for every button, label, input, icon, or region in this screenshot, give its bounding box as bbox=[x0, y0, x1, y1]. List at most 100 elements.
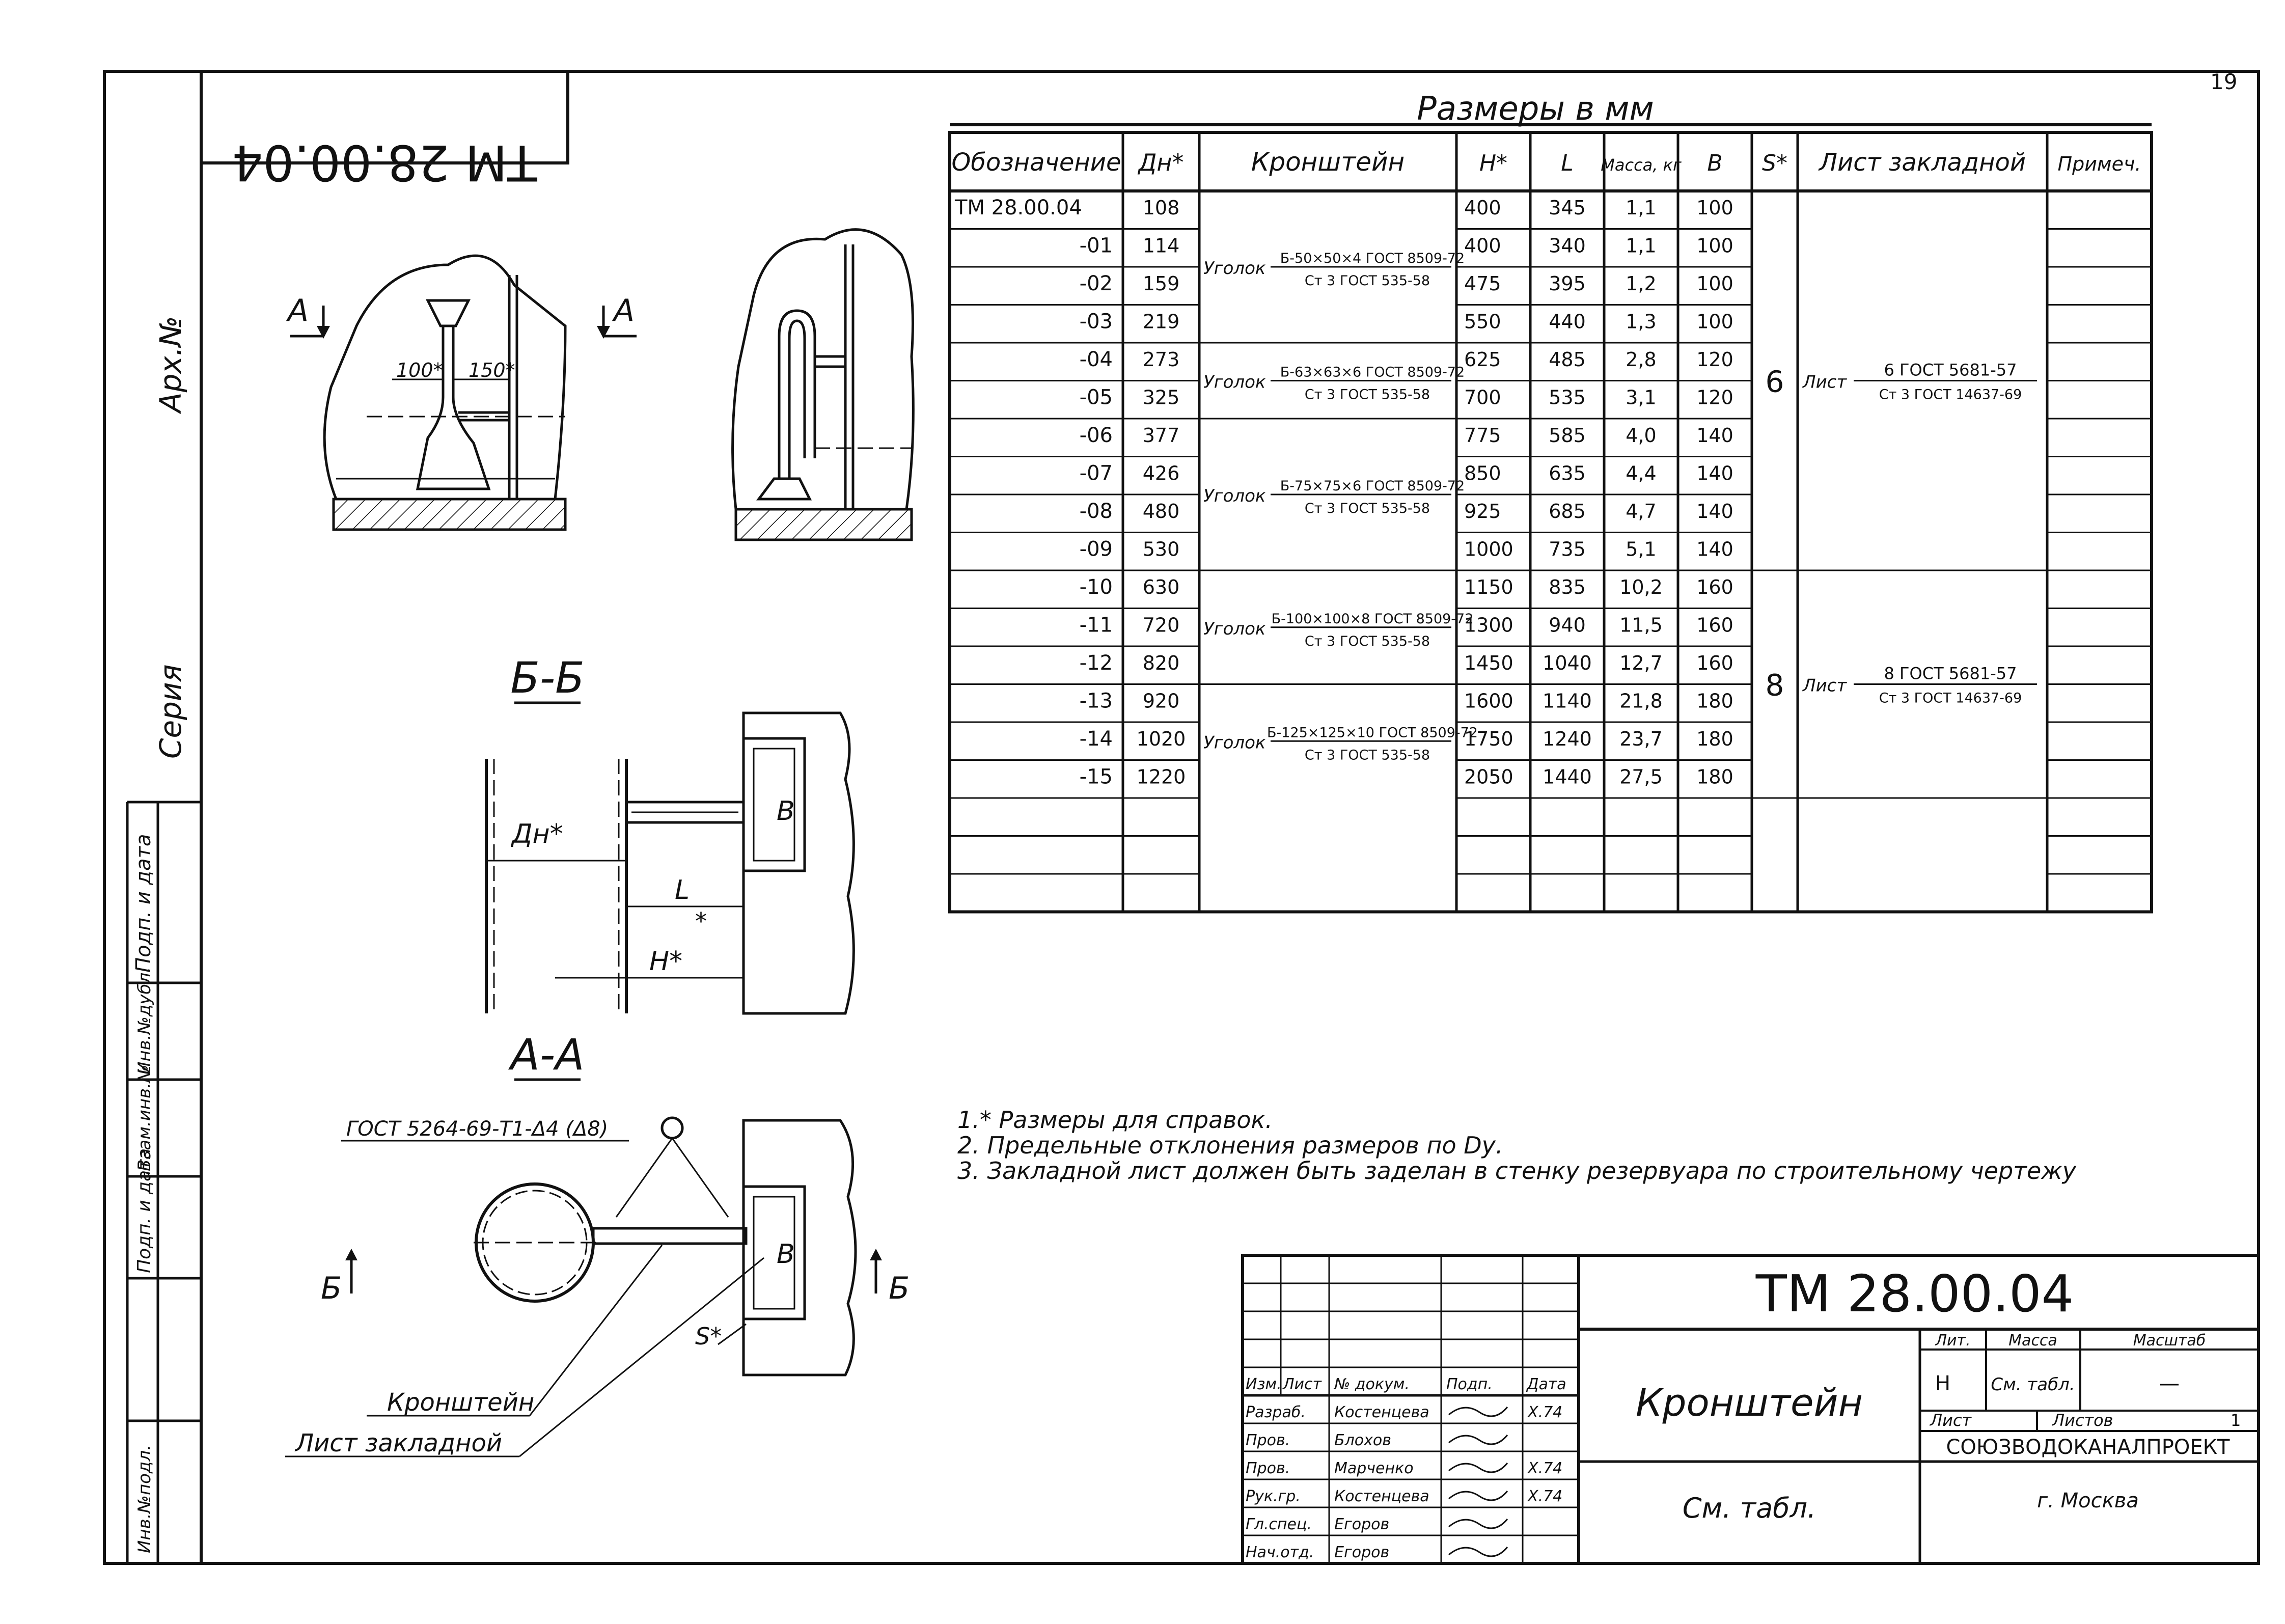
row-dn: 720 bbox=[1143, 614, 1180, 637]
signature-mark bbox=[1448, 1407, 1508, 1417]
row-b: 140 bbox=[1696, 424, 1733, 447]
left-strip: Арх.№ Серия Подп. и дата Инв.№дубл. Взам… bbox=[126, 316, 201, 1563]
series-label: Серия bbox=[153, 664, 188, 759]
inv-dubl: Инв.№дубл. bbox=[134, 967, 155, 1075]
row-designation: -11 bbox=[1080, 614, 1113, 637]
massa-value: См. табл. bbox=[1991, 1374, 2075, 1395]
row-b: 160 bbox=[1696, 614, 1733, 637]
tb-date: X.74 bbox=[1527, 1460, 1562, 1477]
angle-spec-top: Б-75×75×6 ГОСТ 8509-72 bbox=[1280, 478, 1465, 494]
mark-b-left: Б bbox=[321, 1271, 342, 1306]
clamp-ref: ГОСТ 5264-69-Т1-Δ4 (Δ8) bbox=[346, 1117, 608, 1141]
row-designation: -10 bbox=[1080, 575, 1113, 599]
angle-spec-bottom: Ст 3 ГОСТ 535-58 bbox=[1305, 634, 1430, 649]
mark-b-right: Б bbox=[889, 1271, 910, 1306]
tb-col-header: Дата bbox=[1526, 1375, 1566, 1393]
col-header: Кронштейн bbox=[1251, 147, 1405, 177]
row-designation: -12 bbox=[1080, 651, 1113, 675]
row-l: 835 bbox=[1549, 576, 1586, 598]
row-b: 100 bbox=[1696, 235, 1733, 257]
row-b: 120 bbox=[1696, 348, 1733, 371]
row-designation: -04 bbox=[1080, 348, 1113, 371]
tb-name: Костенцева bbox=[1334, 1488, 1429, 1505]
view-section-bb: Б-Б В Дн* L * Н* bbox=[485, 653, 855, 1015]
row-mass: 10,2 bbox=[1619, 576, 1663, 598]
col-header: В bbox=[1707, 150, 1722, 176]
row-mass: 11,5 bbox=[1619, 614, 1663, 637]
row-l: 345 bbox=[1549, 197, 1586, 219]
inv-podl: Инв.№подл. bbox=[134, 1445, 155, 1553]
row-designation: -06 bbox=[1080, 424, 1113, 447]
row-dn: 159 bbox=[1143, 272, 1180, 295]
row-dn: 480 bbox=[1143, 500, 1180, 522]
label-h: Н* bbox=[649, 946, 682, 977]
row-b: 160 bbox=[1696, 652, 1733, 674]
note-2: 2. Предельные отклонения размеров по Dу. bbox=[957, 1132, 1503, 1159]
material-ref: См. табл. bbox=[1683, 1492, 1816, 1524]
row-l: 635 bbox=[1549, 462, 1586, 485]
row-h: 1450 bbox=[1464, 652, 1513, 674]
angle-prefix: Уголок bbox=[1203, 619, 1266, 639]
row-dn: 920 bbox=[1143, 690, 1180, 712]
row-b: 100 bbox=[1696, 197, 1733, 219]
row-h: 1750 bbox=[1464, 728, 1513, 750]
plate-spec-top: 8 ГОСТ 5681-57 bbox=[1884, 664, 2017, 683]
row-mass: 21,8 bbox=[1619, 690, 1663, 712]
col-header: L bbox=[1561, 150, 1574, 176]
row-designation: -09 bbox=[1080, 538, 1113, 561]
row-dn: 530 bbox=[1143, 538, 1180, 561]
label-l: L bbox=[675, 875, 690, 905]
row-designation: -08 bbox=[1080, 500, 1113, 523]
col-header: Примеч. bbox=[2058, 153, 2141, 175]
tb-role: Пров. bbox=[1246, 1460, 1290, 1477]
row-designation: -05 bbox=[1080, 386, 1113, 409]
section-aa-title: А-А bbox=[508, 1030, 584, 1080]
row-mass: 4,7 bbox=[1626, 500, 1656, 522]
tb-col-header: Изм. bbox=[1246, 1375, 1282, 1393]
org-name: СОЮЗВОДОКАНАЛПРОЕКТ bbox=[1946, 1436, 2231, 1459]
row-l: 735 bbox=[1549, 538, 1586, 561]
row-designation: -01 bbox=[1080, 234, 1113, 258]
vzam-inv: Взам.инв.№ bbox=[134, 1065, 155, 1171]
row-designation: -13 bbox=[1080, 690, 1113, 713]
masshtab-label: Масштаб bbox=[2133, 1332, 2206, 1350]
row-dn: 426 bbox=[1143, 462, 1180, 485]
row-b: 140 bbox=[1696, 462, 1733, 485]
row-b: 160 bbox=[1696, 576, 1733, 598]
callout-bracket: Кронштейн bbox=[387, 1388, 534, 1417]
signature-mark bbox=[1448, 1519, 1508, 1529]
angle-prefix: Уголок bbox=[1203, 372, 1266, 393]
row-dn: 108 bbox=[1143, 197, 1180, 219]
row-h: 775 bbox=[1464, 424, 1501, 447]
notes: 1.* Размеры для справок. 2. Предельные о… bbox=[957, 1106, 2077, 1185]
row-b: 140 bbox=[1696, 538, 1733, 561]
tb-date: X.74 bbox=[1527, 1403, 1562, 1421]
city: г. Москва bbox=[2037, 1489, 2139, 1512]
plate-prefix: Лист bbox=[1802, 676, 1847, 696]
product-name: Кронштейн bbox=[1636, 1381, 1863, 1425]
row-b: 100 bbox=[1696, 311, 1733, 333]
plate-spec-top: 6 ГОСТ 5681-57 bbox=[1884, 361, 2017, 380]
row-b: 180 bbox=[1696, 728, 1733, 750]
row-designation: ТМ 28.00.04 bbox=[954, 196, 1082, 219]
section-a-right: А bbox=[612, 293, 635, 328]
label-star: * bbox=[695, 907, 707, 935]
col-header: S* bbox=[1762, 150, 1787, 176]
tb-name: Егоров bbox=[1334, 1544, 1389, 1561]
row-mass: 27,5 bbox=[1619, 766, 1663, 788]
row-dn: 114 bbox=[1143, 235, 1180, 257]
row-l: 440 bbox=[1549, 311, 1586, 333]
row-l: 535 bbox=[1549, 387, 1586, 409]
sheet-number: 19 bbox=[2210, 69, 2237, 94]
row-mass: 1,1 bbox=[1626, 197, 1656, 219]
tb-role: Нач.отд. bbox=[1246, 1544, 1314, 1561]
angle-spec-bottom: Ст 3 ГОСТ 535-58 bbox=[1305, 747, 1430, 763]
col-header: Дн* bbox=[1137, 149, 1183, 176]
tb-name: Блохов bbox=[1334, 1432, 1391, 1449]
row-h: 1600 bbox=[1464, 690, 1513, 712]
row-l: 940 bbox=[1549, 614, 1586, 637]
row-l: 340 bbox=[1549, 235, 1586, 257]
dim-100: 100* bbox=[396, 359, 443, 381]
